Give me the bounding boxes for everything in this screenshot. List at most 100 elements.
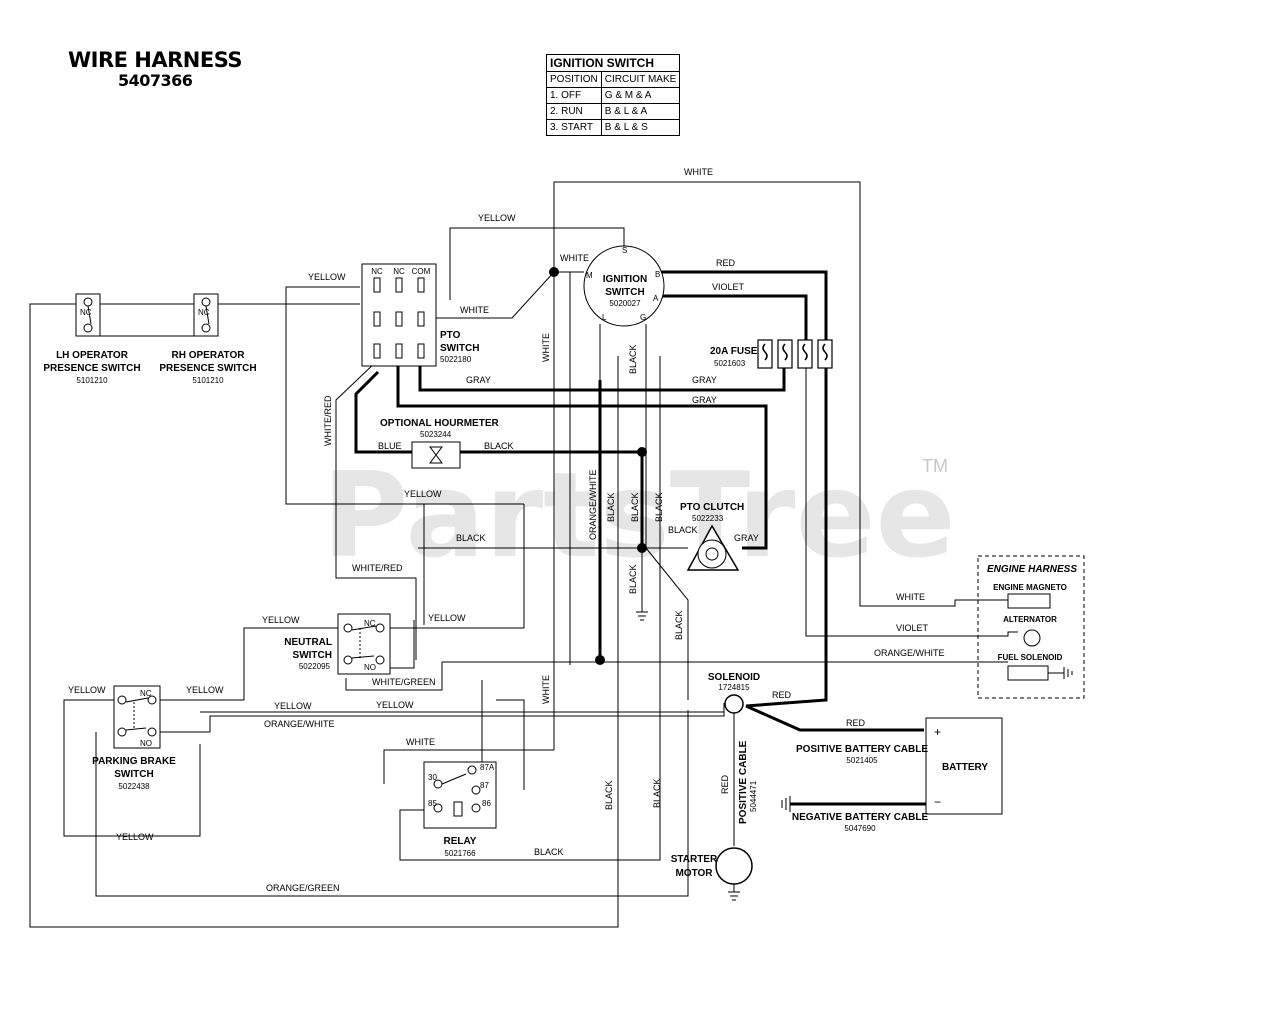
engine-harness-title: ENGINE HARNESS [987,564,1077,575]
wire-label: WHITE [460,305,489,315]
ground-icon [636,605,648,621]
title-text: WIRE HARNESS [68,48,243,72]
parking-brake-switch: NC NO PARKING BRAKE SWITCH 5022438 [92,685,176,791]
alternator-label: ALTERNATOR [1003,615,1057,624]
positive-battery-cable-part-number: 5021405 [846,756,878,765]
wire-label: BLACK [606,492,616,522]
hourmeter-name: OPTIONAL HOURMETER [380,418,499,429]
relay-pin-86: 86 [482,799,491,808]
wire-label: BLACK [654,492,664,522]
relay-part-number: 5021766 [444,849,476,858]
wire-label: YELLOW [308,272,346,282]
positive-battery-cable-name: POSITIVE BATTERY CABLE [796,744,928,755]
engine-harness: ENGINE HARNESS ENGINE MAGNETO ALTERNATOR… [977,555,1085,699]
neutral-no-label: NO [364,663,376,672]
hourglass-icon [429,446,443,464]
neutral-switch-name-2: SWITCH [293,650,332,661]
parking-switch-name-1: PARKING BRAKE [92,756,176,767]
wire-label: BLACK [484,441,514,451]
table-cell: B & L & S [600,119,681,136]
parking-nc-label: NC [140,689,152,698]
wire-label: YELLOW [116,832,154,842]
wire-labels: WHITE YELLOW YELLOW WHITE WHITE RED VIOL… [68,167,945,893]
relay-name: RELAY [444,836,477,847]
thick-wires [354,270,924,732]
ignition-switch-part-number: 5020027 [609,299,641,308]
rh-switch-contact-label: NC [198,308,210,317]
parking-switch-part-number: 5022438 [118,782,150,791]
neutral-switch-name-1: NEUTRAL [284,637,332,648]
wire-label: YELLOW [274,701,312,711]
wire-label: GRAY [466,375,491,385]
wire-label: BLACK [630,492,640,522]
ignition-terminal-l: L [602,313,607,322]
rh-switch-part-number: 5101210 [192,376,224,385]
pto-switch-part-number: 5022180 [440,355,472,364]
rh-switch-name-2: PRESENCE SWITCH [159,363,256,374]
pto-switch-name-1: PTO [440,330,461,341]
wire-label: WHITE [684,167,713,177]
negative-battery-cable-part-number: 5047690 [844,824,876,833]
wire-label: ORANGE/GREEN [266,883,340,893]
ignition-terminal-b: B [655,270,660,279]
lh-switch-name-1: LH OPERATOR [56,350,129,361]
wire-label: YELLOW [68,685,106,695]
hourmeter: OPTIONAL HOURMETER 5023244 [380,418,499,469]
wire-label: RED [720,774,730,794]
wire-label: BLACK [628,564,638,594]
negative-battery-cable-name: NEGATIVE BATTERY CABLE [792,812,929,823]
junction-dot [637,543,647,553]
wire-label: GRAY [692,395,717,405]
wire-label: YELLOW [262,615,300,625]
parking-switch-name-2: SWITCH [114,769,153,780]
junction-dots [549,267,647,665]
wire-label: BLACK [628,344,638,374]
hourmeter-part-number: 5023244 [420,430,452,439]
watermark-tm: TM [922,456,948,476]
pto-terminal-nc-1: NC [371,267,383,276]
neutral-switch: NC NO NEUTRAL SWITCH 5022095 [284,613,391,675]
fuel-solenoid-label: FUEL SOLENOID [998,653,1063,662]
fuse-part-number: 5021603 [714,359,746,368]
pto-switch: NC NC COM PTO SWITCH 5022180 [361,263,479,367]
wire-label: BLACK [652,778,662,808]
lh-switch-contact-label: NC [80,308,92,317]
wire-label: GRAY [692,375,717,385]
wire-label: WHITE/GREEN [372,677,436,687]
wire-label: BLACK [674,610,684,640]
battery-minus: − [934,795,941,809]
wire-label: WHITE [541,333,551,362]
table-cell: 3. START [546,119,602,136]
starter-name-1: STARTER [671,854,718,865]
ignition-terminal-a: A [653,294,659,303]
ignition-terminal-m: M [586,271,593,280]
wire-label: YELLOW [376,700,414,710]
relay: 30 87A 87 85 86 RELAY 5021766 [423,761,497,858]
wire-label: YELLOW [404,489,442,499]
wire-label: BLACK [456,533,486,543]
solenoid-name: SOLENOID [708,672,760,683]
wire-label: GRAY [734,533,759,543]
parking-no-label: NO [140,739,152,748]
rh-switch-name-1: RH OPERATOR [172,350,246,361]
relay-pin-30: 30 [428,773,437,782]
starter-motor: STARTER MOTOR POSITIVE CABLE 5044471 [671,740,758,901]
pto-clutch-part-number: 5022233 [692,514,724,523]
wire-label: YELLOW [186,685,224,695]
wire-label: BLACK [604,780,614,810]
pto-clutch-name: PTO CLUTCH [680,502,744,513]
neutral-switch-part-number: 5022095 [299,662,331,671]
wire-label: WHITE [560,253,589,263]
table-row: 2. RUN B & L & A [546,103,681,120]
fuse-block: 20A FUSE 5021603 [710,339,833,369]
solenoid-part-number: 1724815 [718,683,750,692]
wire-label: VIOLET [712,282,745,292]
wire-label: ORANGE/WHITE [588,469,598,540]
relay-pin-85: 85 [428,799,437,808]
wire-label: ORANGE/WHITE [874,648,945,658]
ignition-terminal-g: G [640,313,646,322]
wire-label: WHITE [406,737,435,747]
ground-icon [781,796,791,812]
positive-cable-vertical-part-number: 5044471 [749,780,758,812]
